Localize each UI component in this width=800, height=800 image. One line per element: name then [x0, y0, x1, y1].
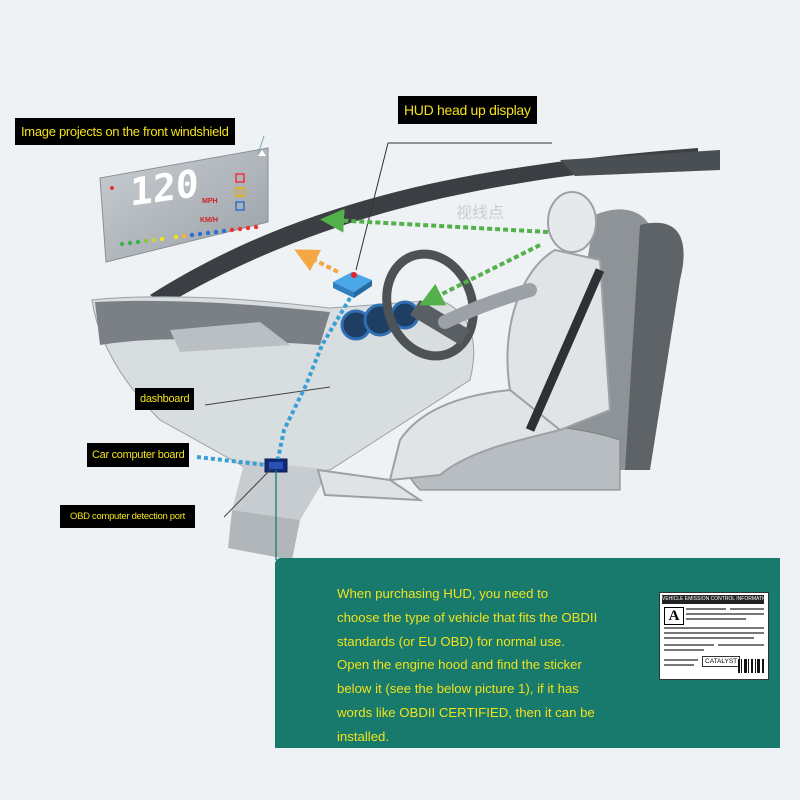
purchase-info-panel: When purchasing HUD, you need to choose … [275, 558, 780, 748]
hud-projection-screen: 120 MPH KM/H [99, 147, 269, 263]
dashboard-label: dashboard [135, 388, 195, 410]
purchase-info-text: When purchasing HUD, you need to choose … [337, 586, 598, 744]
driver-figure-icon [316, 191, 612, 502]
obd-port-icon [264, 458, 288, 473]
hud-unit-mph: MPH [202, 198, 218, 205]
board-connection-line [196, 455, 267, 467]
sight-line-arrow [320, 208, 549, 234]
hud-speed-readout: 120 [130, 162, 199, 215]
hud-unit-kmh: KM/H [200, 217, 218, 224]
hud-device-icon [333, 272, 372, 298]
windshield-projection-label: Image projects on the front windshield [15, 118, 235, 145]
emission-sticker-image: VEHICLE EMISSION CONTROL INFORMATION A C… [659, 592, 769, 680]
sight-point-watermark: 视线点 [456, 203, 505, 222]
obd-port-label: OBD computer detection port [60, 505, 195, 528]
sticker-title: VEHICLE EMISSION CONTROL INFORMATION [662, 595, 764, 604]
sight-line-arrow-lower [419, 243, 541, 306]
sticker-grade-box: A [664, 607, 684, 625]
computer-board-label: Car computer board [87, 443, 190, 467]
hud-wiring-line [276, 296, 352, 460]
a-pillar [560, 150, 720, 176]
hud-display-label: HUD head up display [398, 96, 537, 124]
sticker-catalyst-label: CATALYST [702, 656, 741, 667]
projection-arrow [294, 249, 339, 274]
